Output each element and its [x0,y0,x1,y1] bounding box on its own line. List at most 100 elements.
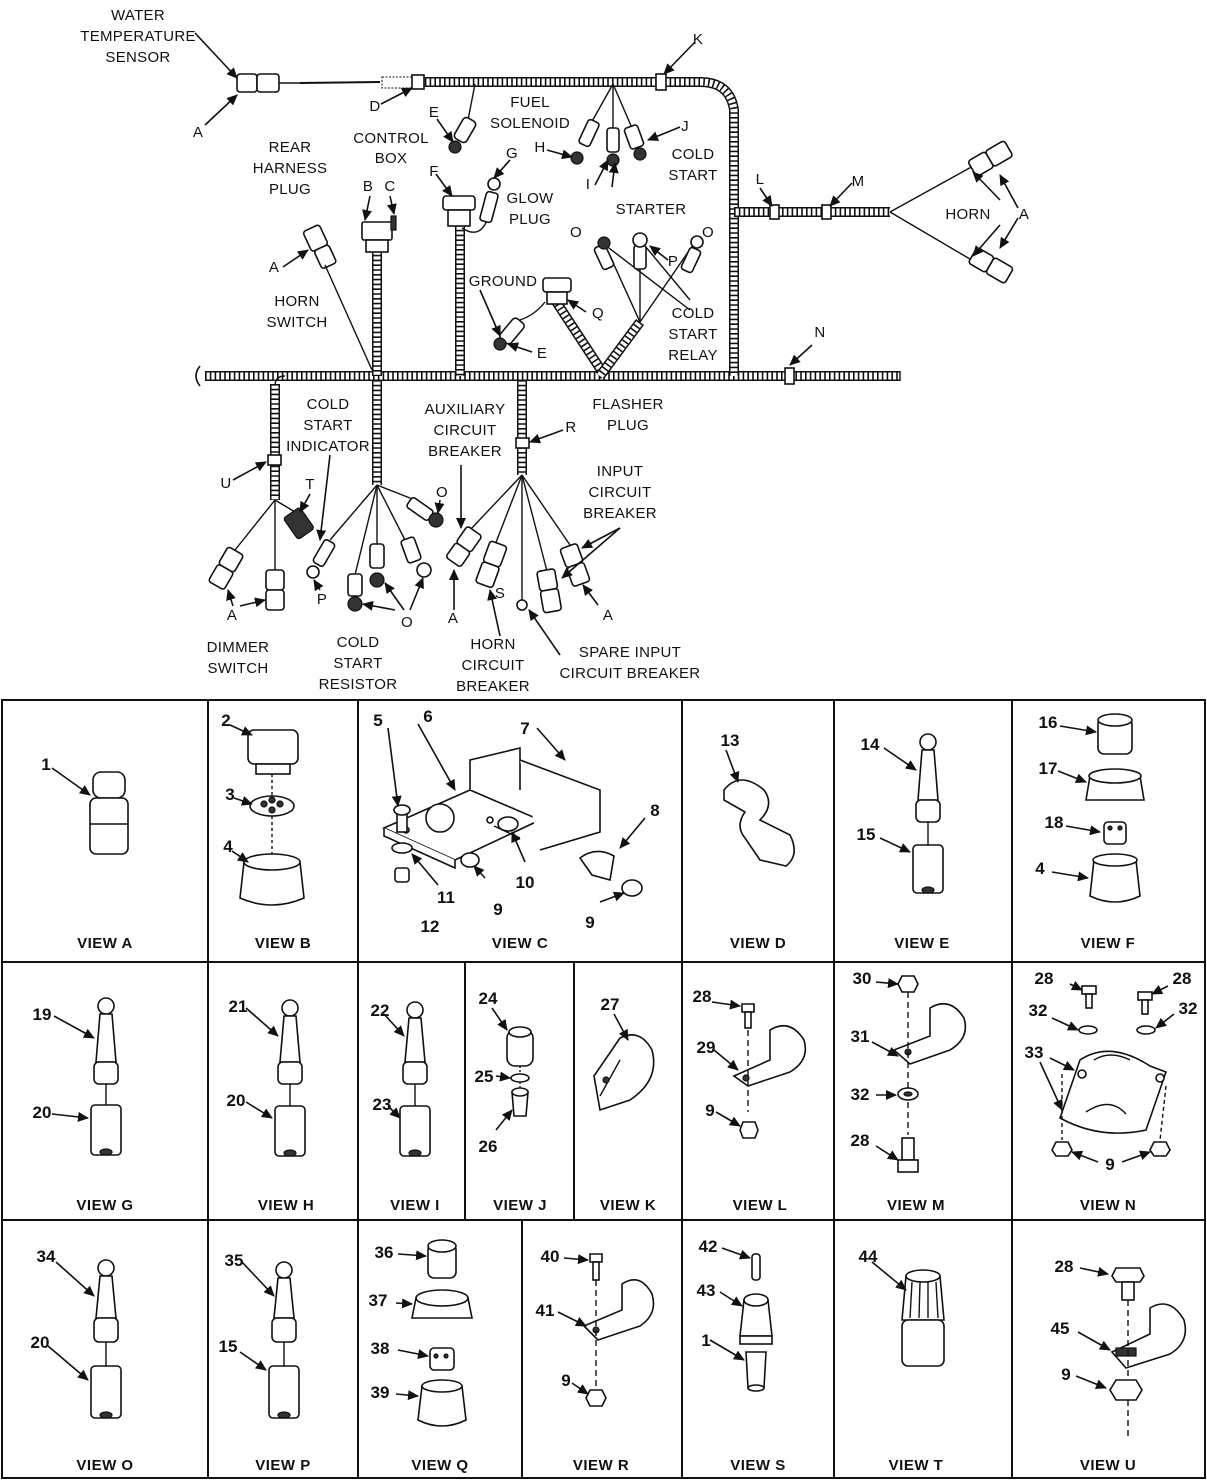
label-cold-start-1: COLD [672,146,715,163]
part-9-c1: 9 [493,900,502,919]
label-water-1: WATER [111,7,165,24]
view-u: 28 45 9 VIEW U [1051,1257,1187,1474]
part-25: 25 [475,1067,494,1086]
letter-b: B [363,178,373,195]
view-s: 42 43 1 VIEW S [697,1237,786,1474]
flasher-plug-connector [493,277,572,351]
part-20-o: 20 [31,1333,50,1352]
main-trunk [195,365,901,387]
letter-a-horn: A [1019,206,1029,223]
part-18: 18 [1045,813,1064,832]
view-h: 21 20 VIEW H [227,997,314,1214]
letter-o-relay-2: O [702,224,714,241]
label-input-2: CIRCUIT [589,484,652,501]
view-f: 16 17 18 4 VIEW F [1035,713,1145,952]
part-22: 22 [371,1001,390,1020]
part-21: 21 [229,997,248,1016]
label-rear-3: PLUG [269,181,311,198]
part-14: 14 [861,735,880,754]
view-s-title: VIEW S [730,1457,786,1474]
label-relay-3: RELAY [668,347,718,364]
part-19: 19 [33,1005,52,1024]
label-ground: GROUND [469,273,537,290]
part-9-u: 9 [1061,1365,1070,1384]
view-r-title: VIEW R [573,1457,629,1474]
label-csr-2: START [333,655,382,672]
part-37: 37 [369,1291,388,1310]
view-q: 36 37 38 39 VIEW Q [369,1239,473,1474]
part-28-m: 28 [851,1131,870,1150]
view-n: 28 28 32 32 33 9 VIEW N [1025,969,1198,1214]
letter-t: T [305,476,314,493]
clamp-k [655,73,667,91]
letter-o-csr: O [401,614,413,631]
part-9-n: 9 [1105,1155,1114,1174]
view-l-title: VIEW L [733,1197,788,1214]
view-r: 40 41 9 VIEW R [536,1247,655,1474]
part-20-g: 20 [33,1103,52,1122]
part-23: 23 [373,1095,392,1114]
part-20-h: 20 [227,1091,246,1110]
letter-e-fuel: E [429,104,439,121]
letter-i: I [586,176,590,193]
part-27: 27 [601,995,620,1014]
label-aux-1: AUXILIARY [425,401,506,418]
letter-p-csr: P [317,591,327,608]
part-6: 6 [423,707,432,726]
label-dimmer-1: DIMMER [207,639,270,656]
view-p-title: VIEW P [255,1457,311,1474]
view-c: 5 6 7 8 9 9 10 11 12 VIEW C [373,707,659,952]
letter-a-input: A [603,607,613,624]
letter-h: H [534,139,545,156]
part-1-s: 1 [701,1331,710,1350]
part-1: 1 [41,755,50,774]
view-o-title: VIEW O [76,1457,133,1474]
label-relay-2: START [668,326,717,343]
label-csi-3: INDICATOR [286,438,370,455]
horn-switch-connector [302,224,373,371]
label-csi-2: START [303,417,352,434]
clamp-r [515,437,530,449]
label-csr-3: RESISTOR [319,676,398,693]
part-35: 35 [225,1251,244,1270]
label-input-3: BREAKER [583,505,657,522]
letter-f: F [429,163,438,180]
label-starter: STARTER [616,201,687,218]
clamp-l [769,204,780,220]
part-31: 31 [851,1027,870,1046]
label-rear-1: REAR [269,139,312,156]
label-hcb-2: CIRCUIT [462,657,525,674]
part-28-l: 28 [693,987,712,1006]
letter-p-relay: P [668,253,678,270]
letter-n: N [814,324,825,341]
label-spare-1: SPARE INPUT [579,644,681,661]
label-glow-2: PLUG [509,211,551,228]
letter-r: R [565,419,576,436]
label-control-2: BOX [375,150,408,167]
label-rear-2: HARNESS [253,160,328,177]
part-44: 44 [859,1247,878,1266]
view-d-title: VIEW D [730,935,786,952]
view-q-title: VIEW Q [411,1457,468,1474]
letter-l: L [756,171,765,188]
part-39: 39 [371,1383,390,1402]
cold-start-resistor-terminals [306,484,444,612]
label-flasher-1: FLASHER [592,396,663,413]
label-aux-2: CIRCUIT [434,422,497,439]
view-p: 35 15 VIEW P [219,1251,311,1474]
part-29: 29 [697,1038,716,1057]
label-glow-1: GLOW [506,190,554,207]
part-34: 34 [37,1247,56,1266]
part-32-n2: 32 [1179,999,1198,1018]
letter-e-ground: E [537,345,547,362]
label-water-2: TEMPERATURE [80,28,196,45]
clamp-n [784,367,795,385]
letter-m: M [852,173,865,190]
view-j: 24 25 26 VIEW J [475,989,547,1214]
letter-q: Q [592,305,604,322]
label-control-1: CONTROL [353,130,428,147]
view-j-title: VIEW J [493,1197,547,1214]
label-horn-switch-1: HORN [274,293,319,310]
label-water-3: SENSOR [105,49,170,66]
